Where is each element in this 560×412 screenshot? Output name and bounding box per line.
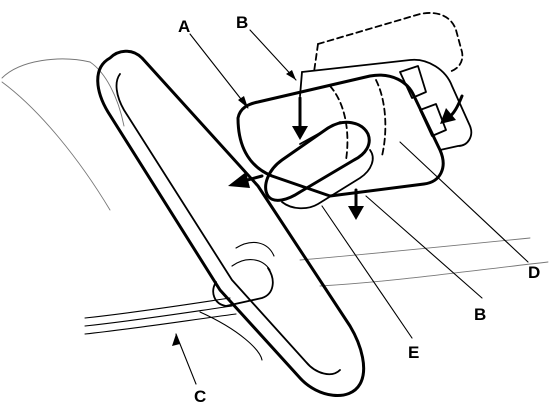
arrow-tab-b-top — [292, 96, 308, 140]
arrow-tab-b-bottom — [348, 188, 364, 220]
callout-b-top: B — [236, 13, 248, 32]
mirror-mount-cover — [236, 12, 473, 198]
callout-a: A — [178, 17, 190, 36]
callout-e: E — [408, 343, 419, 362]
rearview-mirror — [96, 49, 366, 397]
callout-c: C — [194, 387, 206, 406]
mirror-stem — [264, 120, 374, 210]
headliner-contour-lines — [1, 58, 549, 287]
arrow-clip-right — [440, 94, 464, 124]
leader-arrowheads — [172, 70, 296, 346]
callout-b-bottom: B — [474, 305, 486, 324]
callout-d: D — [528, 263, 540, 282]
arrow-pull-left — [228, 172, 264, 188]
